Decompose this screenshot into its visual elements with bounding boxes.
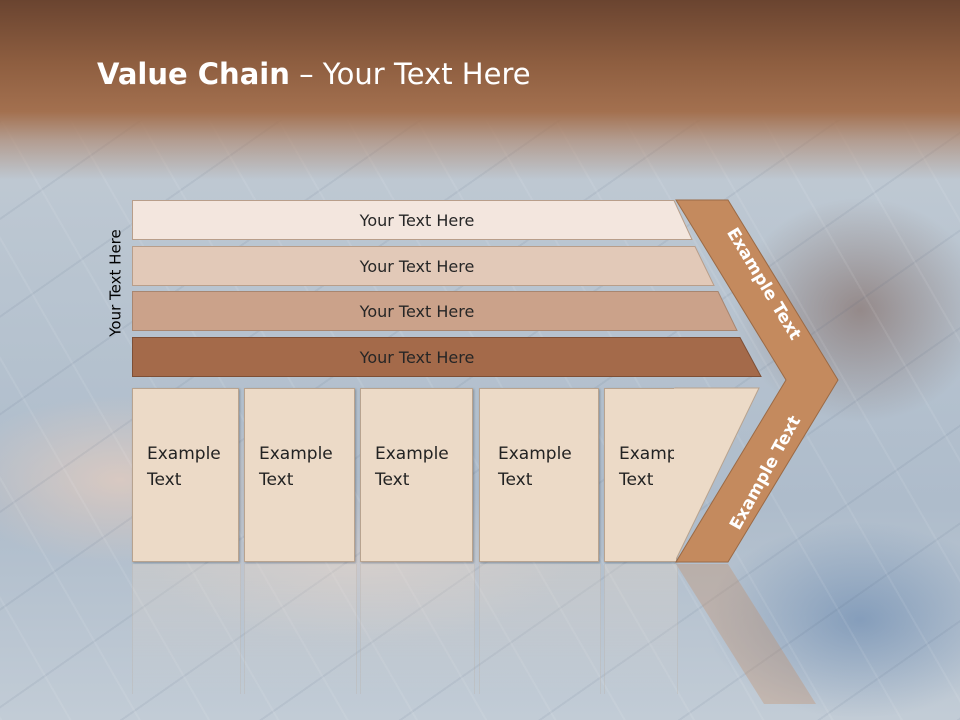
column-cell-4: Example Text [479, 388, 599, 562]
cell-1-line2: Text [147, 470, 182, 490]
column-cell-4-text: Example Text [498, 441, 592, 493]
bar-3-label: Your Text Here [359, 301, 475, 321]
cell-5-line2: Text [619, 470, 654, 490]
column-cell-5: Example Text [604, 388, 693, 562]
column-cell-1: Example Text [132, 388, 239, 562]
cell-1-line1: Example [147, 444, 221, 464]
header-band [0, 0, 960, 180]
cell-3-line2: Text [375, 470, 410, 490]
side-label-text: Your Text Here [107, 229, 125, 337]
column-cell-1-text: Example Text [147, 441, 232, 493]
bar-2-shape [132, 246, 715, 286]
cell-2-line1: Example [259, 444, 333, 464]
column-cell-2-text: Example Text [259, 441, 348, 493]
cell-4-line2: Text [498, 470, 533, 490]
column-cell-3-text: Example Text [375, 441, 466, 493]
column-cell-5-text: Example Text [619, 441, 693, 493]
column-cell-2: Example Text [244, 388, 355, 562]
slide-title: Value Chain – Your Text Here [97, 56, 531, 96]
cell-4-line1: Example [498, 444, 572, 464]
bar-4-label: Your Text Here [359, 347, 475, 367]
column-cell-5-slant [674, 387, 760, 562]
cell-3-line1: Example [375, 444, 449, 464]
bar-4-shape [132, 337, 762, 377]
chevron-arrow [675, 199, 839, 563]
cell-2-line2: Text [259, 470, 294, 490]
vertical-side-label: Your Text Here [101, 213, 131, 353]
column-cell-3: Example Text [360, 388, 473, 562]
bar-1-shape [132, 200, 693, 240]
cell-5-line1: Example [619, 444, 693, 464]
title-rest-part: – Your Text Here [289, 57, 531, 91]
title-bold-part: Value Chain [97, 57, 290, 91]
bar-1-label: Your Text Here [359, 210, 475, 230]
bar-3-shape [132, 291, 738, 331]
bar-2-label: Your Text Here [359, 256, 475, 276]
